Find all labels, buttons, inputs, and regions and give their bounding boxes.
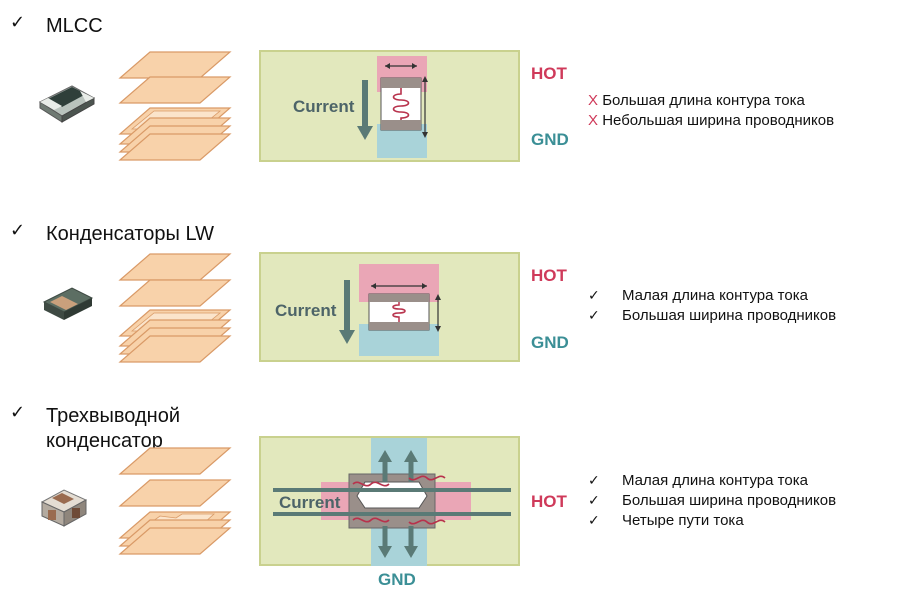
hot-label: HOT (531, 64, 567, 83)
x-icon: X (588, 112, 599, 129)
check-icon: ✓ (588, 288, 600, 304)
hot-label: HOT (531, 266, 567, 285)
section-title: MLCC (46, 15, 103, 37)
lw-current-diagram: Current (259, 252, 520, 362)
three-terminal-chip-image (40, 489, 88, 527)
check-icon: ✓ (10, 402, 26, 423)
list-item: ✓Большая ширина проводников (588, 307, 837, 324)
check-icon: ✓ (588, 473, 600, 489)
check-icon: ✓ (588, 493, 600, 509)
current-label: Current (275, 301, 337, 320)
current-label: Current (293, 97, 355, 116)
mlcc-drawbacks-list: X Большая длина контура тока X Небольшая… (588, 91, 834, 131)
lw-chip-image (42, 287, 94, 320)
mlcc-current-diagram: Current (259, 50, 520, 162)
mlcc-chip-image (38, 85, 96, 123)
mlcc-layer-stack (118, 51, 232, 161)
section-lw: ✓ Конденсаторы LW (10, 220, 836, 363)
gnd-label: GND (531, 130, 569, 149)
hot-label: HOT (531, 492, 567, 511)
gnd-label: GND (378, 570, 416, 589)
check-icon: ✓ (10, 220, 26, 241)
list-item: X Большая длина контура тока (588, 92, 805, 109)
list-item: ✓Малая длина контура тока (588, 287, 808, 304)
section-title-line1: Трехвыводной (46, 405, 180, 427)
section-title-line2: конденсатор (46, 430, 163, 452)
three-terminal-current-diagram: Current (259, 436, 520, 566)
three-terminal-advantages-list: ✓Малая длина контура тока ✓Большая ширин… (588, 471, 836, 531)
current-label: Current (279, 493, 341, 512)
check-icon: ✓ (588, 308, 600, 324)
x-icon: X (588, 92, 599, 109)
list-item: ✓Большая ширина проводников (588, 492, 837, 509)
section-title: Конденсаторы LW (46, 223, 214, 245)
lw-layer-stack (118, 253, 232, 363)
three-terminal-layer-stack (118, 447, 232, 555)
section-mlcc: ✓ MLCC (0, 0, 900, 200)
lw-advantages-list: ✓Малая длина контура тока ✓Большая ширин… (588, 286, 836, 326)
list-item: ✓Малая длина контура тока (588, 472, 808, 489)
list-item: ✓Четыре пути тока (588, 512, 744, 529)
list-item: X Небольшая ширина проводников (588, 112, 835, 129)
check-icon: ✓ (10, 12, 26, 33)
gnd-label: GND (531, 333, 569, 352)
check-icon: ✓ (588, 513, 600, 529)
